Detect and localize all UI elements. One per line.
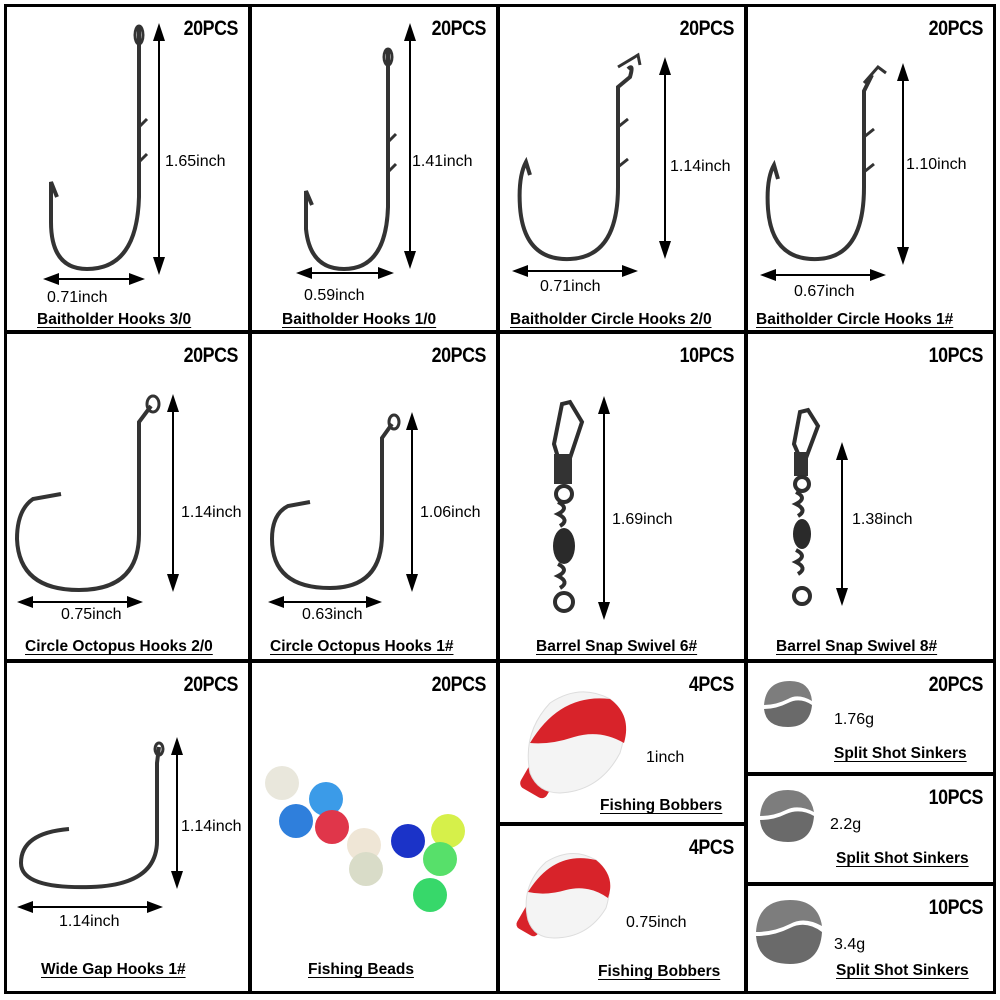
weight-measurement: 2.2g [830, 816, 862, 833]
quantity-label: 20PCS [928, 17, 984, 40]
bead [265, 766, 299, 800]
fishing-beads-image [265, 766, 465, 912]
bobber-large-image [520, 691, 627, 799]
height-measurement: 1.14inch [181, 818, 242, 835]
width-measurement: 0.71inch [540, 278, 601, 295]
tile-baitholder-circle-hooks-1: 20PCS 1.10inch 0.67inch Baitholder Circl… [745, 4, 996, 333]
product-name: Circle Octopus Hooks 2/0 [25, 638, 213, 655]
bead [315, 810, 349, 844]
product-name: Fishing Bobbers [598, 963, 721, 980]
tile-fishing-bobbers-1inch: 4PCS 1inch Fishing Bobbers [497, 660, 747, 825]
quantity-label: 20PCS [431, 344, 487, 367]
baitholder-circle-hook-1-image [760, 63, 909, 281]
weight-measurement: 3.4g [834, 936, 866, 953]
product-name: Baitholder Hooks 3/0 [37, 311, 192, 328]
tile-fishing-bobbers-075inch: 4PCS 0.75inch Fishing Bobbers [497, 823, 747, 994]
quantity-label: 10PCS [928, 896, 984, 919]
product-name: Fishing Bobbers [600, 797, 723, 814]
bead [279, 804, 313, 838]
product-name: Wide Gap Hooks 1# [41, 961, 186, 978]
quantity-label: 20PCS [183, 17, 239, 40]
height-measurement: 1.38inch [852, 511, 913, 528]
quantity-label: 20PCS [431, 673, 487, 696]
sinker-large-image [756, 900, 822, 964]
quantity-label: 10PCS [679, 344, 735, 367]
wide-gap-hook-1-image [17, 737, 183, 913]
tile-split-shot-sinkers-22g: 10PCS 2.2g Split Shot Sinkers [745, 773, 996, 885]
size-measurement: 0.75inch [626, 914, 687, 931]
barrel-snap-swivel-8-image [791, 407, 848, 606]
quantity-label: 20PCS [928, 673, 984, 696]
product-name: Fishing Beads [308, 961, 414, 978]
baitholder-hook-1-0-image [296, 23, 416, 279]
height-measurement: 1.69inch [612, 511, 673, 528]
height-measurement: 1.10inch [906, 156, 967, 173]
size-measurement: 1inch [646, 749, 685, 766]
width-measurement: 0.63inch [302, 606, 363, 623]
height-measurement: 1.41inch [412, 153, 473, 170]
width-measurement: 0.75inch [61, 606, 122, 623]
circle-octopus-hook-2-0-image [14, 394, 179, 608]
width-measurement: 0.67inch [794, 283, 855, 300]
tile-fishing-beads: 20PCS Fishing Beads [249, 660, 499, 994]
sinker-small-image [764, 681, 812, 727]
quantity-label: 20PCS [431, 17, 487, 40]
height-measurement: 1.06inch [420, 504, 481, 521]
quantity-label: 4PCS [689, 836, 734, 859]
width-measurement: 1.14inch [59, 913, 120, 930]
product-name: Split Shot Sinkers [836, 850, 969, 867]
bead [413, 878, 447, 912]
product-name: Split Shot Sinkers [834, 745, 967, 762]
tile-baitholder-circle-hooks-2-0: 20PCS 1.14inch 0.71inch Baitholder Circl… [497, 4, 747, 333]
height-measurement: 1.14inch [181, 504, 242, 521]
tile-barrel-snap-swivel-6: 10PCS 1.69inch Barrel Snap Swivel 6# [497, 331, 747, 662]
tile-split-shot-sinkers-176g: 20PCS 1.76g Split Shot Sinkers [745, 660, 996, 775]
bead [423, 842, 457, 876]
product-name: Circle Octopus Hooks 1# [270, 638, 454, 655]
bobber-small-image [516, 853, 611, 939]
width-measurement: 0.71inch [47, 289, 108, 306]
bead [349, 852, 383, 886]
tile-circle-octopus-hooks-2-0: 20PCS 1.14inch 0.75inch Circle Octopus H… [4, 331, 251, 662]
product-name: Baitholder Hooks 1/0 [282, 311, 437, 328]
tile-circle-octopus-hooks-1: 20PCS 1.06inch 0.63inch Circle Octopus H… [249, 331, 499, 662]
quantity-label: 10PCS [928, 786, 984, 809]
tile-barrel-snap-swivel-8: 10PCS 1.38inch Barrel Snap Swivel 8# [745, 331, 996, 662]
tile-baitholder-hooks-3-0: 20PCS 1.65inch 0.71inch Baitholder Hooks… [4, 4, 251, 333]
barrel-snap-swivel-6-image [551, 396, 610, 620]
width-measurement: 0.59inch [304, 287, 365, 304]
quantity-label: 4PCS [689, 673, 734, 696]
baitholder-circle-hook-2-0-image [512, 52, 671, 277]
product-name: Baitholder Circle Hooks 2/0 [510, 311, 712, 328]
quantity-label: 20PCS [679, 17, 735, 40]
sinker-medium-image [760, 790, 814, 842]
baitholder-hook-3-0-image [43, 23, 165, 285]
bead [431, 814, 465, 848]
quantity-label: 20PCS [183, 344, 239, 367]
quantity-label: 20PCS [183, 673, 239, 696]
height-measurement: 1.65inch [165, 153, 226, 170]
product-name: Baitholder Circle Hooks 1# [756, 311, 954, 328]
product-name: Barrel Snap Swivel 8# [776, 638, 938, 655]
product-name: Split Shot Sinkers [836, 962, 969, 979]
tile-wide-gap-hooks-1: 20PCS 1.14inch 1.14inch Wide Gap Hooks 1… [4, 660, 251, 994]
tile-split-shot-sinkers-34g: 10PCS 3.4g Split Shot Sinkers [745, 883, 996, 994]
tile-baitholder-hooks-1-0: 20PCS 1.41inch 0.59inch Baitholder Hooks… [249, 4, 499, 333]
weight-measurement: 1.76g [834, 711, 875, 728]
height-measurement: 1.14inch [670, 158, 731, 175]
bead [391, 824, 425, 858]
quantity-label: 10PCS [928, 344, 984, 367]
bead [309, 782, 343, 816]
product-name: Barrel Snap Swivel 6# [536, 638, 698, 655]
circle-octopus-hook-1-image [268, 412, 418, 608]
